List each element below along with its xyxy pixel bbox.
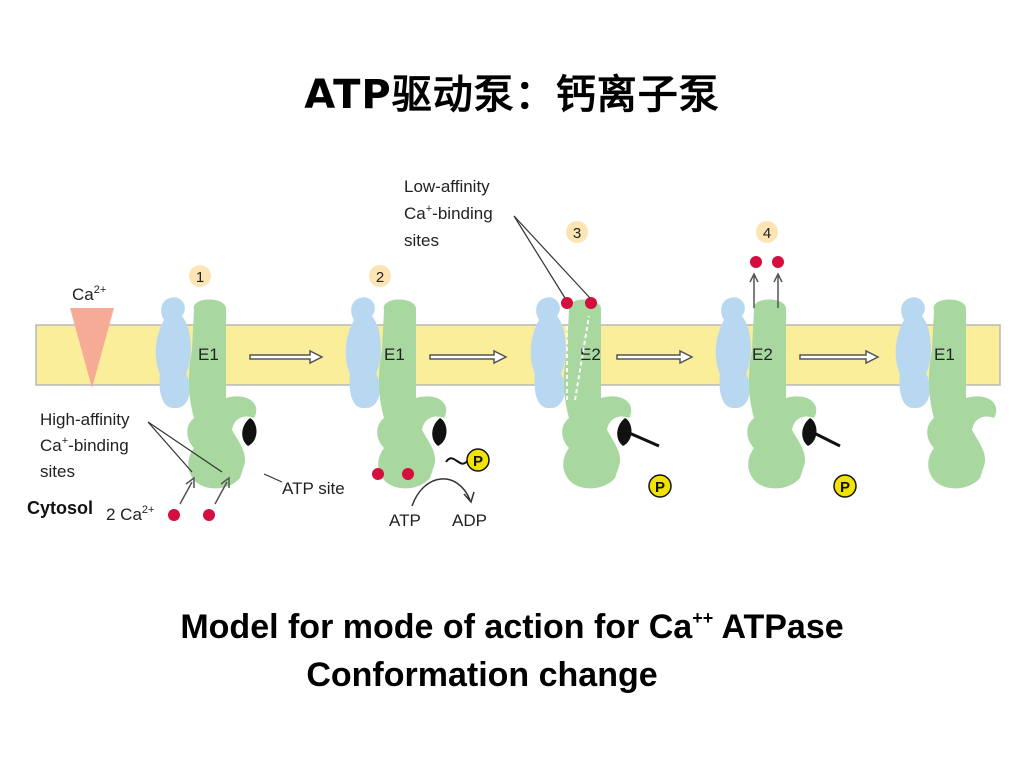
released-ca-4a [750, 256, 762, 268]
cytosol-label: Cytosol [27, 498, 93, 518]
phosphate-4 [833, 474, 857, 498]
pump-state-2: E1 [345, 297, 447, 489]
slide-title: ATP驱动泵：钙离子泵 [304, 72, 720, 118]
caption-line-1: Model for mode of action for Ca++ ATPase [180, 608, 844, 646]
svg-text:Ca+-binding: Ca+-binding [40, 435, 129, 455]
state-label-5: E1 [934, 345, 955, 364]
svg-text:High-affinity: High-affinity [40, 410, 130, 429]
bound-ca-3b [585, 297, 597, 309]
step-2: 2 [376, 269, 384, 286]
bound-ca-3a [561, 297, 573, 309]
svg-text:Low-affinity: Low-affinity [404, 177, 490, 196]
svg-text:sites: sites [40, 462, 75, 481]
step-4: 4 [763, 225, 771, 242]
ca-gradient-triangle [70, 308, 114, 388]
cytosolic-ca-a [168, 509, 180, 521]
pump-state-5: E1 [895, 297, 997, 489]
atp-site-3 [617, 418, 632, 446]
phosphate-3 [648, 474, 672, 498]
step-1: 1 [196, 269, 204, 286]
bound-ca-2a [372, 468, 384, 480]
state-label-2: E1 [384, 345, 405, 364]
svg-text:P: P [655, 479, 665, 496]
state-label-4: E2 [752, 345, 773, 364]
state-label-3: E2 [580, 345, 601, 364]
transition-arrows [249, 349, 880, 365]
cytosolic-ca-b [203, 509, 215, 521]
two-ca-label: 2 Ca2+ [106, 504, 154, 524]
atp-site-4 [802, 418, 817, 446]
ca-atpase-diagram: Ca2+ E1 E1 E2 E2 E [27, 177, 1001, 530]
atp-site-label: ATP site [282, 479, 345, 498]
atp-hydrolysis-arrow [411, 478, 475, 507]
svg-text:sites: sites [404, 231, 439, 250]
atp-site-2 [432, 418, 447, 446]
ca-gradient-label: Ca2+ [72, 284, 106, 304]
low-affinity-label: Low-affinity Ca+-binding sites [404, 177, 591, 299]
svg-text:P: P [840, 479, 850, 496]
svg-text:P: P [473, 453, 483, 470]
high-affinity-label: High-affinity Ca+-binding sites [40, 410, 223, 481]
pump-state-4: E2 [715, 256, 841, 489]
svg-text:Ca+-binding: Ca+-binding [404, 203, 493, 223]
bound-ca-2b [402, 468, 414, 480]
state-label-1: E1 [198, 345, 219, 364]
ca-entry-arrow-b [214, 476, 230, 505]
step-3: 3 [573, 225, 581, 242]
phosphate-2 [466, 448, 490, 472]
pump-state-3: E2 [530, 297, 660, 489]
adp-label: ADP [452, 511, 487, 530]
caption-line-2: Conformation change [306, 656, 658, 694]
ca-entry-arrow-a [179, 476, 195, 505]
pump-state-1: E1 [155, 297, 257, 489]
atp-site-1 [242, 418, 257, 446]
step-markers: 1 2 3 4 [189, 221, 778, 287]
released-ca-4b [772, 256, 784, 268]
atp-label: ATP [389, 511, 421, 530]
